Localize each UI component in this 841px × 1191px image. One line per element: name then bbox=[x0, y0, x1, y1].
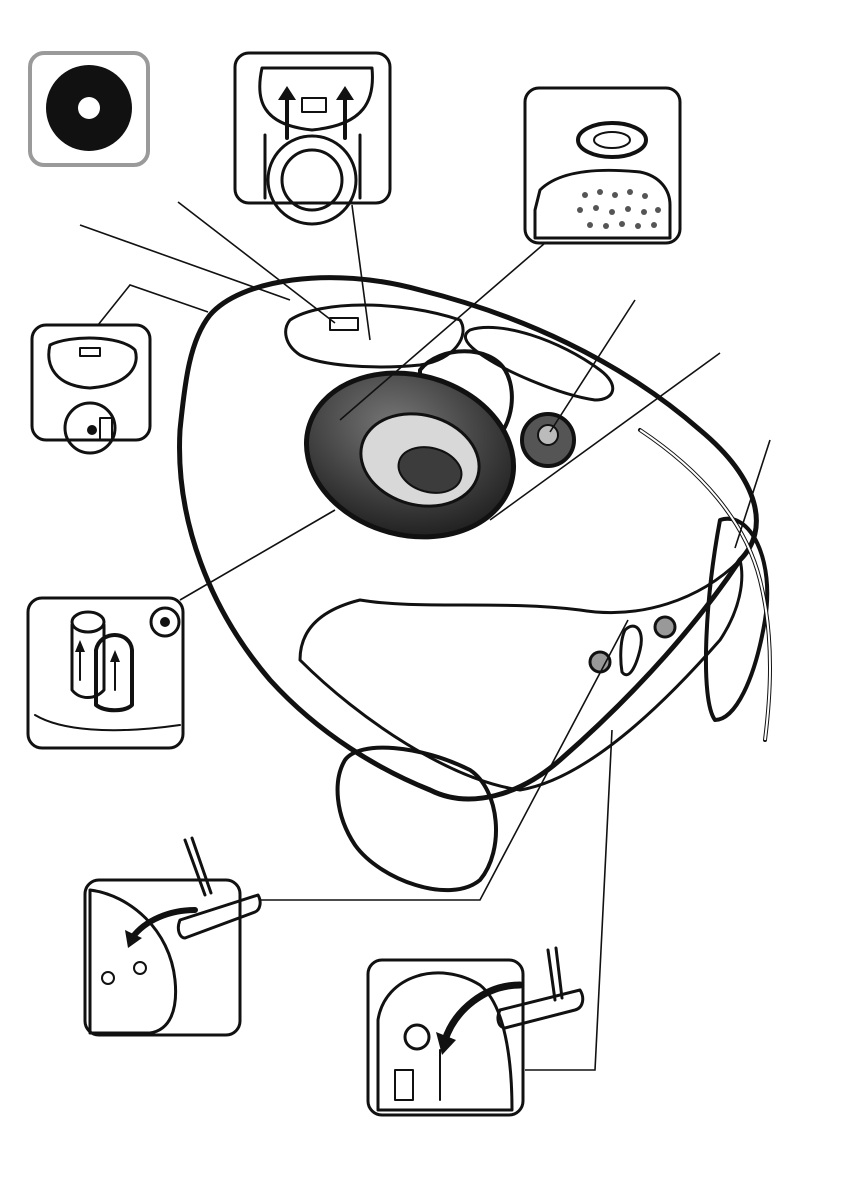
leader-bag-lid-latch bbox=[178, 202, 335, 323]
inset-bag-lid-release bbox=[235, 53, 390, 224]
rear-wheel bbox=[338, 748, 496, 890]
power-cord bbox=[640, 430, 770, 740]
vacuum-shell bbox=[180, 278, 757, 799]
leader-lid-release bbox=[352, 205, 370, 340]
power-knob-center bbox=[538, 425, 558, 445]
leader-bag-lid-edge bbox=[80, 225, 290, 300]
park-slot-left bbox=[590, 652, 610, 672]
inset-tube-park-rear bbox=[85, 838, 260, 1035]
vacuum-body bbox=[180, 278, 770, 891]
inset-hose-release bbox=[28, 598, 183, 748]
power-cord-inner bbox=[640, 430, 770, 740]
leader-lid-open-detail bbox=[98, 285, 208, 325]
inset-filter-symbol bbox=[30, 53, 148, 165]
inset-lid-open-detail bbox=[32, 325, 150, 453]
inset-bag-holder bbox=[525, 88, 680, 243]
leader-power-knob bbox=[550, 300, 635, 432]
park-slot-right bbox=[655, 617, 675, 637]
leader-hose-release bbox=[180, 510, 335, 600]
bag-lid-latch bbox=[330, 318, 358, 330]
park-slot-hook bbox=[621, 626, 642, 675]
right-wheel bbox=[706, 519, 767, 720]
inset-tube-park-side bbox=[368, 948, 583, 1115]
switch-buttons bbox=[465, 327, 612, 400]
